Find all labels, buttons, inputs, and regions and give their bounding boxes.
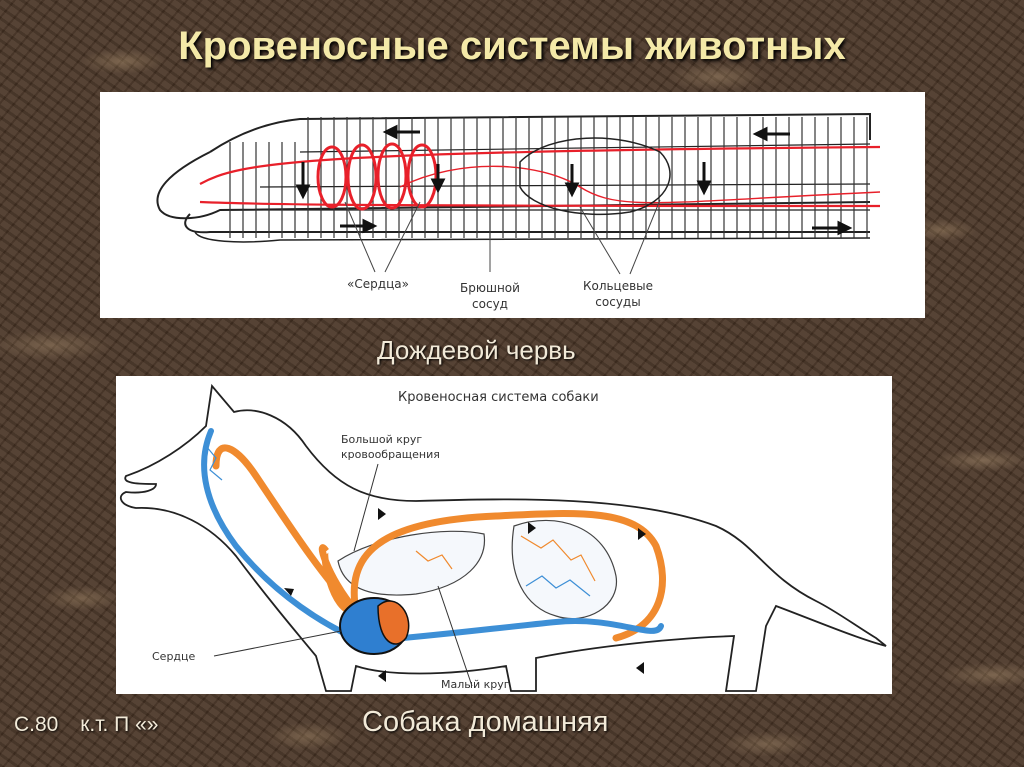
earthworm-caption: Дождевой червь (377, 335, 576, 365)
slide-title: Кровеносные системы животных (178, 24, 846, 68)
dog-illustration: Кровеносная система собаки Большой круг … (119, 383, 887, 692)
systemic-circuit-label-1: Большой круг (341, 433, 422, 446)
earthworm-diagram: «Сердца» Брюшной сосуд Кольцевые сосуды (100, 92, 925, 318)
ring-vessels-label-1: Кольцевые (583, 279, 653, 293)
dog-caption: Собака домашняя (362, 706, 609, 738)
pulmonary-circuit-label: Малый круг (441, 678, 510, 691)
hearts-label: «Сердца» (347, 277, 409, 291)
page-reference: С.80 (14, 713, 59, 736)
ring-vessels-label-2: сосуды (595, 295, 640, 309)
dog-diagram: Кровеносная система собаки Большой круг … (116, 376, 892, 694)
dog-diagram-title: Кровеносная система собаки (398, 390, 599, 405)
ventral-vessel-label-2: сосуд (472, 297, 508, 311)
code-reference: к.т. П «» (80, 713, 159, 736)
earthworm-illustration: «Сердца» Брюшной сосуд Кольцевые сосуды (156, 112, 881, 311)
heart-label: Сердце (152, 650, 196, 663)
ventral-vessel-label-1: Брюшной (460, 281, 520, 295)
slide-footnote: С.80 к.т. П «» (14, 713, 174, 737)
systemic-circuit-label-2: кровообращения (341, 448, 440, 461)
